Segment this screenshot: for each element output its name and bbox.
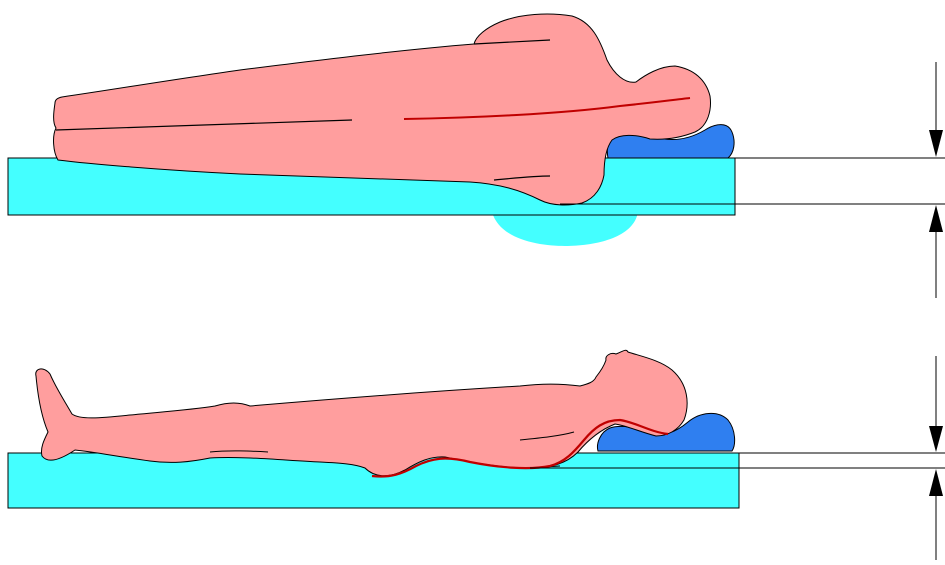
top-figure (8, 14, 945, 298)
arrowhead-down-bottom (929, 426, 943, 452)
bottom-figure (8, 350, 945, 560)
arrowhead-up-bottom (929, 469, 943, 496)
arrowhead-down (929, 130, 943, 157)
arrowhead-up (929, 205, 943, 232)
